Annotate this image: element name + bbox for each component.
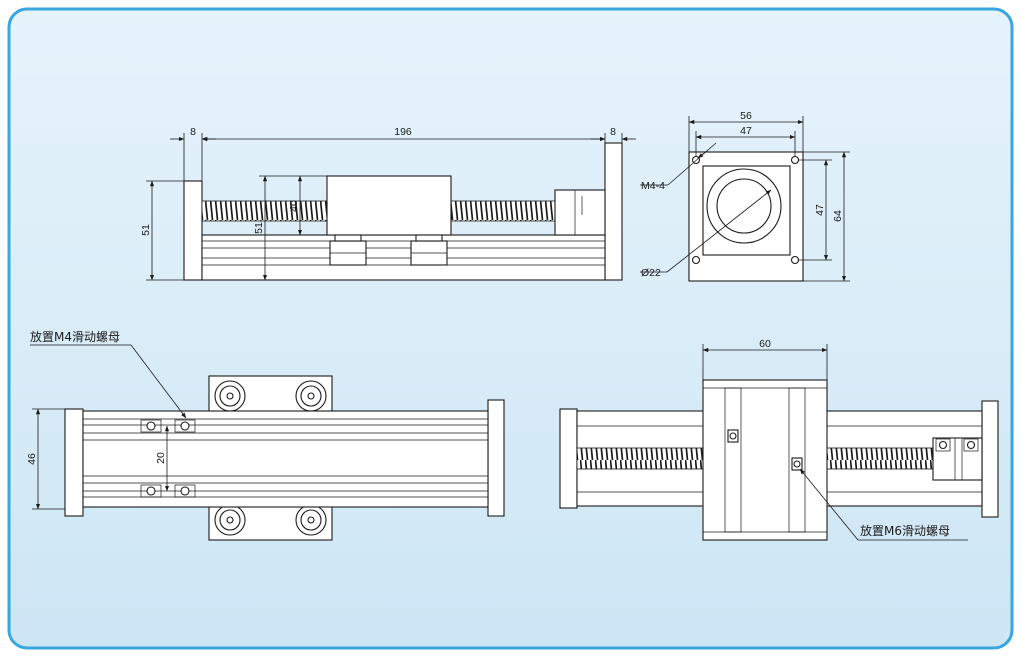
lead-screw-bottom-right (826, 447, 934, 470)
bore-diameter-label: Ø22 (641, 267, 661, 279)
dim-slider-block: 40 (288, 200, 300, 212)
front-view: 8 196 8 51 51 40 (140, 126, 636, 281)
top-view: 20 46 放置M4滑动螺母 (26, 329, 505, 541)
mount-hole-bl (691, 255, 701, 265)
lead-screw-bottom-left (576, 447, 704, 470)
drawing-panel (7, 7, 1014, 650)
end-plate-right-2 (981, 400, 999, 518)
slider-plate (702, 379, 828, 541)
end-plate-right (487, 399, 505, 517)
dim-slider-width: 60 (759, 338, 771, 350)
end-plate-left (64, 408, 84, 517)
dim-rail-width: 46 (26, 453, 38, 465)
dim-overall-height: 51 (140, 224, 152, 236)
bore-inner-circle (716, 178, 772, 234)
dim-slot-spacing: 20 (155, 452, 167, 464)
base-rail (201, 234, 606, 281)
end-view: 56 47 47 64 M4-4 Ø22 (640, 110, 850, 282)
dim-flange-width: 56 (740, 110, 752, 122)
dim-left-plate: 8 (190, 126, 196, 138)
dim-slider-height: 51 (253, 222, 265, 234)
lead-screw-left (201, 200, 328, 222)
coupling (554, 189, 606, 236)
m4-nut-callout: 放置M4滑动螺母 (30, 329, 120, 344)
bottom-view: 60 放置M6滑动螺母 (559, 338, 999, 541)
bore-outer-circle (706, 168, 782, 244)
extrusion-rail (82, 410, 489, 508)
mount-hole-br (790, 255, 800, 265)
mount-hole-tr (790, 155, 800, 165)
dim-hole-spacing-v: 47 (814, 204, 826, 216)
lead-screw-right (450, 200, 556, 222)
right-end-plate (604, 142, 623, 281)
mount-hole-label: M4-4 (641, 180, 665, 192)
m6-nut-callout: 放置M6滑动螺母 (860, 523, 950, 538)
left-end-plate (183, 180, 203, 281)
end-plate-left-2 (559, 408, 578, 509)
dim-length: 196 (394, 126, 412, 138)
dim-right-plate: 8 (610, 126, 616, 138)
dim-hole-spacing-h: 47 (740, 125, 752, 137)
dim-flange-height: 64 (832, 210, 844, 222)
slider-block (326, 175, 452, 236)
